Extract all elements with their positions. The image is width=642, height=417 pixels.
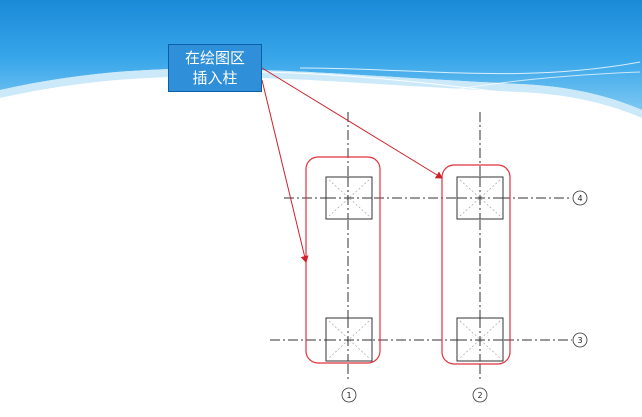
- axis-label-4: 4: [577, 194, 582, 203]
- arrow-to-frame-2: [261, 67, 443, 179]
- axis-label-1: 1: [346, 391, 351, 400]
- axis-bubble-2: 2: [472, 387, 488, 403]
- header-wave-streak-2: [299, 61, 641, 75]
- highlight-frame-axis-2: [441, 164, 511, 365]
- column-hatching: [328, 179, 501, 359]
- grid-lines: [270, 112, 572, 382]
- axis-label-3: 3: [577, 336, 582, 345]
- axis-label-2: 2: [477, 391, 482, 400]
- callout-line-2: 插入柱: [192, 69, 238, 87]
- grid-lines-overlay: [326, 177, 503, 361]
- axis-bubble-1: 1: [341, 387, 357, 403]
- header-wave-streak-1: [261, 71, 613, 109]
- callout-line-1: 在绘图区: [184, 49, 245, 67]
- arrow-to-frame-1: [261, 79, 309, 263]
- callout-box: 在绘图区 插入柱: [168, 44, 262, 92]
- header-wave-streak-3: [379, 71, 641, 105]
- axis-bubble-3: 3: [572, 332, 588, 348]
- header-wave-highlight: [0, 68, 642, 118]
- columns: [325, 176, 504, 362]
- header-wave-band: [0, 0, 642, 110]
- axis-bubble-4: 4: [572, 190, 588, 206]
